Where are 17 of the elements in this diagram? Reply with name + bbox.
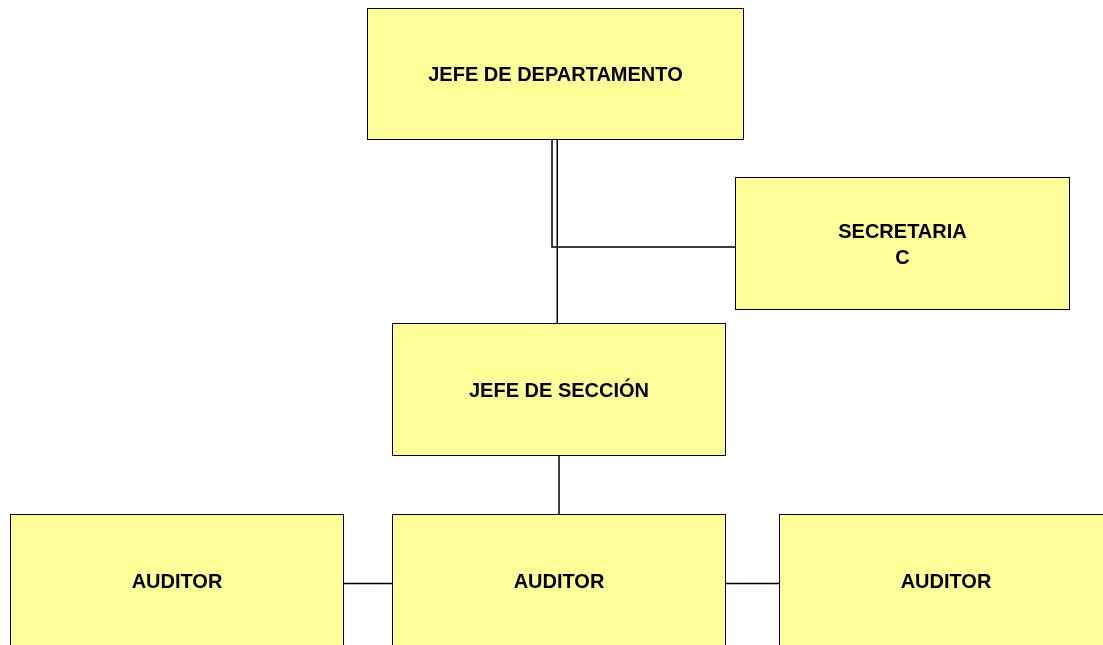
position-box: [392, 323, 726, 456]
position-box: [10, 514, 344, 645]
connector-line: [551, 139, 736, 248]
position-box: [735, 177, 1070, 310]
position-title: AUDITOR: [513, 568, 605, 594]
position-box: [367, 8, 744, 140]
connector-line: [556, 139, 558, 324]
position-box: [779, 514, 1103, 645]
position-title: JEFE DE DEPARTAMENTO: [428, 62, 683, 87]
connector-line: [725, 582, 780, 585]
connector-line: [558, 455, 560, 515]
position-title: AUDITOR: [131, 568, 223, 594]
connector-line: [343, 582, 393, 585]
position-title: JEFE DE SECCIÓN: [468, 377, 649, 403]
position-box: [392, 514, 726, 645]
position-title: SECRETARIA C: [837, 218, 968, 270]
position-title: AUDITOR: [900, 568, 992, 594]
